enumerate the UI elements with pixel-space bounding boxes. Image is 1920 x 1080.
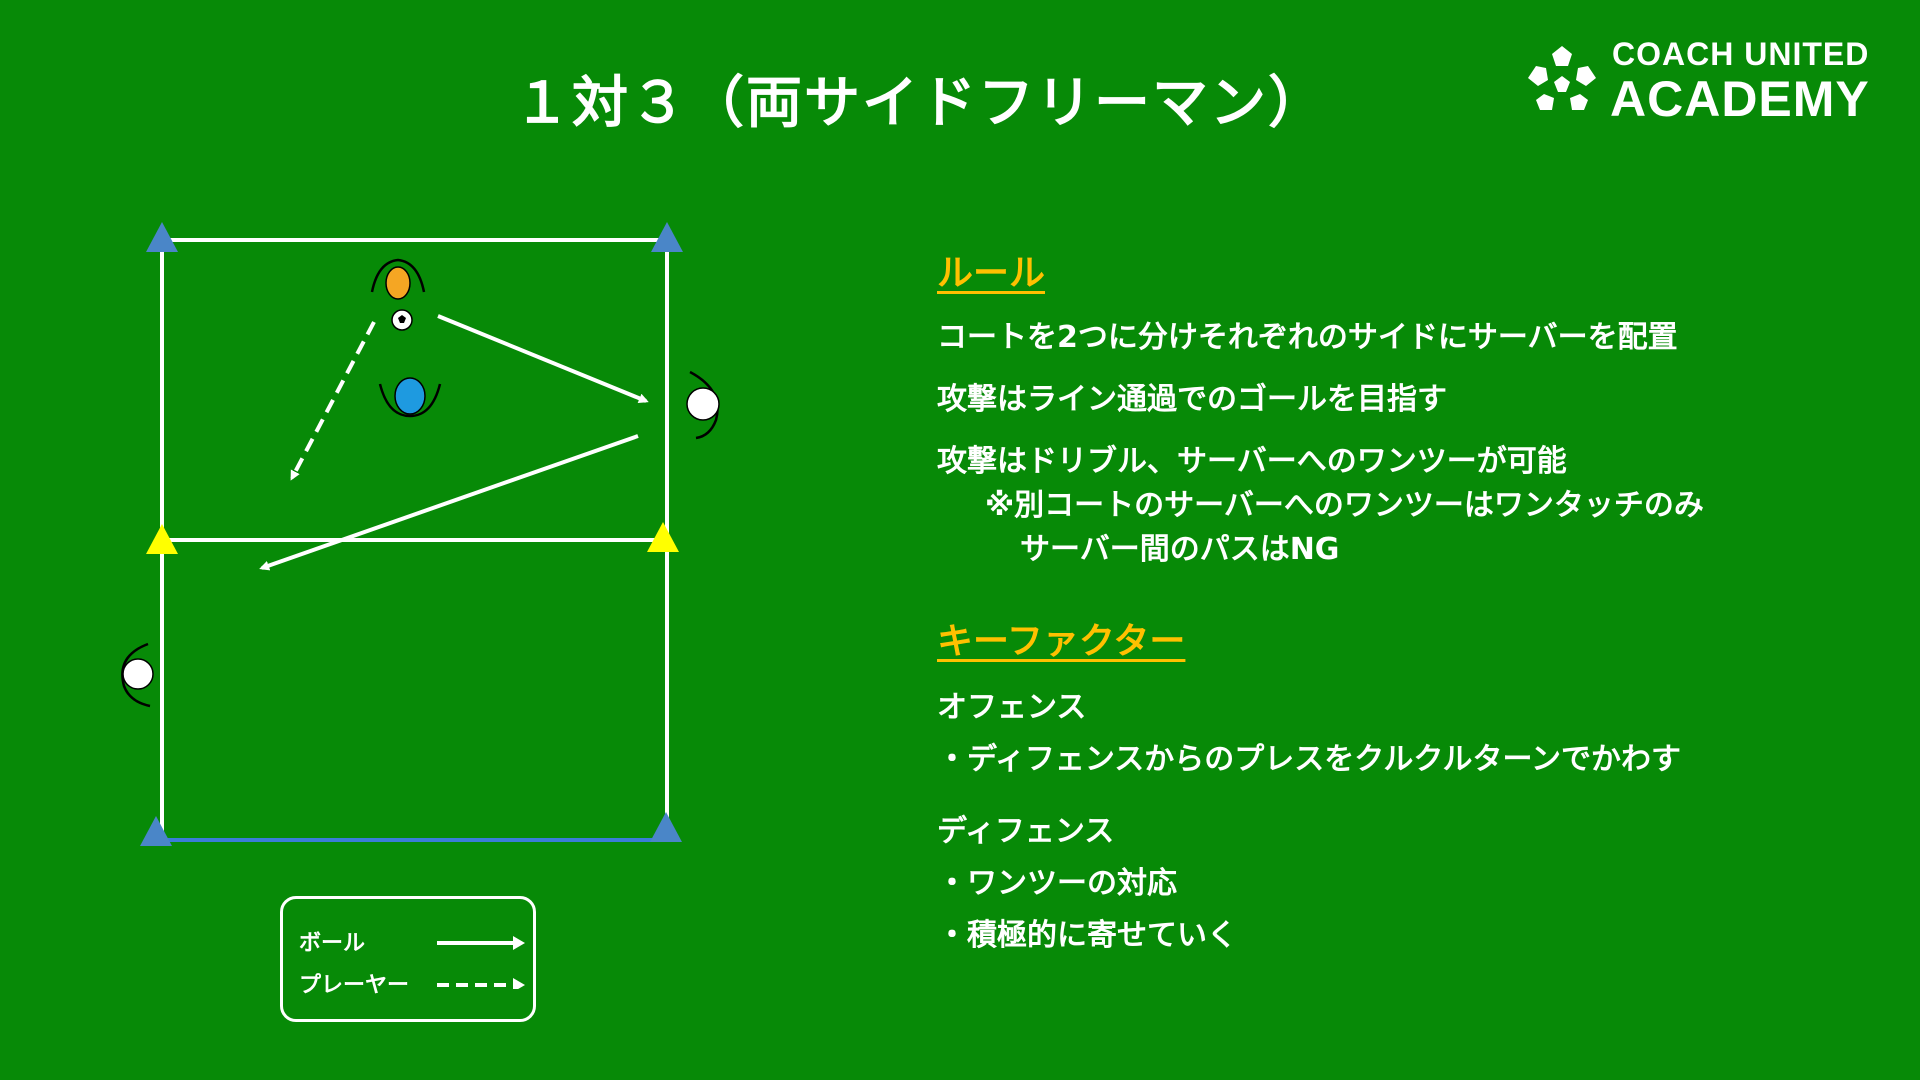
legend-box: ボール プレーヤー bbox=[280, 896, 536, 1022]
rule-line-1: コートを2つに分けそれぞれのサイドにサーバーを配置 bbox=[937, 320, 1678, 355]
player-run-arrow bbox=[290, 321, 376, 481]
field-diagram bbox=[121, 222, 720, 846]
cone-mid-right bbox=[647, 522, 679, 552]
logo-text-top: COACH UNITED bbox=[1612, 36, 1870, 72]
ball-pass-arrow-return bbox=[259, 434, 639, 571]
defender-player bbox=[378, 377, 442, 418]
rule-note-2: サーバー間のパスはNG bbox=[1020, 532, 1340, 567]
slide-title: １対３（両サイドフリーマン） bbox=[514, 71, 1326, 136]
rule-line-2: 攻撃はライン通過でのゴールを目指す bbox=[937, 382, 1447, 417]
rule-line-3: 攻撃はドリブル、サーバーへのワンツーが可能 bbox=[937, 444, 1567, 479]
attacker-player bbox=[370, 258, 426, 300]
logo-ball-icon bbox=[1528, 46, 1596, 110]
cone-top-left bbox=[146, 222, 178, 252]
field-lines bbox=[160, 238, 669, 840]
soccer-ball-icon bbox=[391, 309, 413, 331]
rule-note-1: ※別コートのサーバーへのワンツーはワンタッチのみ bbox=[985, 488, 1704, 523]
ball-pass-arrow-to-server bbox=[437, 314, 649, 403]
logo-text-bottom: ACADEMY bbox=[1610, 71, 1870, 127]
defense-item-1: ・ワンツーの対応 bbox=[937, 866, 1177, 901]
legend-player-label: プレーヤー bbox=[299, 973, 410, 998]
cone-top-right bbox=[651, 222, 683, 252]
defense-item-2: ・積極的に寄せていく bbox=[937, 918, 1237, 953]
key-factors-heading: キーファクター bbox=[937, 621, 1186, 662]
coach-united-logo: COACH UNITED ACADEMY bbox=[1520, 36, 1880, 127]
server-right bbox=[686, 370, 720, 440]
defense-title: ディフェンス bbox=[937, 814, 1115, 849]
cone-mid-left bbox=[146, 524, 178, 554]
offense-item-1: ・ディフェンスからのプレスをクルクルターンでかわす bbox=[937, 742, 1681, 777]
cone-bottom-right bbox=[650, 812, 682, 842]
offense-title: オフェンス bbox=[937, 690, 1087, 725]
rules-heading: ルール bbox=[937, 253, 1046, 294]
legend-arrows bbox=[437, 936, 525, 989]
server-left bbox=[121, 642, 154, 708]
legend-ball-label: ボール bbox=[299, 931, 366, 956]
cone-bottom-left bbox=[140, 816, 172, 846]
